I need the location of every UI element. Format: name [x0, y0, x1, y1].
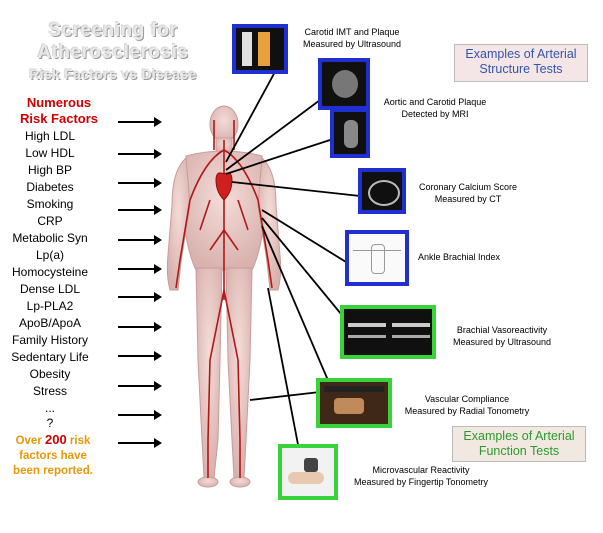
- test-aortic-line2: Detected by MRI: [401, 109, 469, 119]
- risk-factor: ...: [44, 401, 55, 415]
- arrow-right-icon: [118, 381, 162, 391]
- test-brachial-line1: Brachial Vasoreactivity: [456, 325, 548, 335]
- heart-icon: [215, 172, 233, 201]
- test-label-aortic-plaque: Aortic and Carotid Plaque Detected by MR…: [372, 96, 498, 120]
- test-label-compliance: Vascular Compliance Measured by Radial T…: [396, 393, 538, 417]
- risk-heading-2: Risk Factors: [19, 111, 99, 126]
- risk-factor: Dense LDL: [19, 282, 81, 296]
- test-label-ankle-brachial: Ankle Brachial Index: [414, 251, 504, 263]
- function-line-2: Function Tests: [478, 444, 560, 458]
- risk-factor: Lp-PLA2: [26, 299, 74, 313]
- test-abi-line1: Ankle Brachial Index: [417, 252, 501, 262]
- arrow-right-icon: [118, 178, 162, 188]
- carotid-ultrasound-image: [232, 24, 288, 74]
- arrow-right-icon: [118, 149, 162, 159]
- title-line-2: Atherosclerosis: [37, 42, 189, 63]
- arrow-right-icon: [118, 117, 162, 127]
- fingertip-tonometry-image: [278, 444, 338, 500]
- risk-heading-1: Numerous: [26, 95, 92, 110]
- test-label-coronary-calcium: Coronary Calcium Score Measured by CT: [410, 181, 526, 205]
- function-line-1: Examples of Arterial: [463, 429, 575, 443]
- mri-aorta-image: [330, 108, 370, 158]
- risk-factor: Low HDL: [25, 146, 75, 160]
- risk-factor: Homocysteine: [11, 265, 89, 279]
- risk-factor: Diabetes: [26, 180, 74, 194]
- test-carotid-imt-line2: Measured by Ultrasound: [302, 39, 402, 49]
- risk-footer-risk: risk: [69, 435, 91, 447]
- risk-footer: Over 200 risk factors have been reported…: [4, 432, 102, 479]
- test-label-carotid-imt: Carotid IMT and Plaque Measured by Ultra…: [292, 26, 412, 50]
- test-calcium-line2: Measured by CT: [434, 194, 502, 204]
- function-tests-label: Examples of Arterial Function Tests: [452, 426, 586, 462]
- arrow-right-icon: [118, 205, 162, 215]
- arrow-right-icon: [118, 322, 162, 332]
- risk-factor: Lp(a): [35, 248, 64, 262]
- connector-lines: [225, 69, 361, 456]
- risk-footer-line-3: been reported.: [13, 465, 93, 477]
- arrow-right-icon: [118, 410, 162, 420]
- title-subtitle: Risk Factors vs Disease: [29, 66, 197, 82]
- risk-factor: Metabolic Syn: [12, 231, 88, 245]
- risk-factor: Stress: [32, 384, 67, 398]
- risk-factor: Sedentary Life: [11, 350, 89, 364]
- brachial-ultrasound-image: [340, 305, 436, 359]
- risk-factor: ?: [46, 416, 54, 430]
- test-carotid-imt-line1: Carotid IMT and Plaque: [304, 27, 400, 37]
- title-line-1: Screening for: [48, 20, 178, 41]
- risk-factor: High LDL: [24, 129, 76, 143]
- ankle-brachial-image: [345, 230, 409, 286]
- structure-tests-label: Examples of Arterial Structure Tests: [454, 44, 588, 82]
- risk-footer-line-2: factors have: [19, 450, 87, 462]
- test-brachial-line2: Measured by Ultrasound: [452, 337, 552, 347]
- risk-factor: CRP: [37, 214, 63, 228]
- mri-neck-image: [318, 58, 370, 110]
- test-compliance-line1: Vascular Compliance: [424, 394, 510, 404]
- test-aortic-line1: Aortic and Carotid Plaque: [383, 97, 487, 107]
- risk-factor: Obesity: [29, 367, 71, 381]
- test-calcium-line1: Coronary Calcium Score: [418, 182, 518, 192]
- ct-scan-image: [358, 168, 406, 214]
- test-micro-line1: Microvascular Reactivity: [372, 465, 470, 475]
- test-micro-line2: Measured by Fingertip Tonometry: [354, 477, 488, 487]
- arrow-right-icon: [118, 292, 162, 302]
- arrow-right-icon: [118, 264, 162, 274]
- radial-tonometry-image: [316, 378, 392, 428]
- risk-factor: Smoking: [26, 197, 74, 211]
- risk-factor: High BP: [27, 163, 73, 177]
- risk-footer-over: Over: [15, 435, 42, 447]
- risk-factor: ApoB/ApoA: [18, 316, 82, 330]
- risk-footer-number: 200: [45, 432, 67, 447]
- arrow-right-icon: [118, 438, 162, 448]
- arrow-right-icon: [118, 235, 162, 245]
- structure-line-2: Structure Tests: [479, 62, 563, 76]
- test-label-microvascular: Microvascular Reactivity Measured by Fin…: [340, 464, 502, 488]
- arrow-right-icon: [118, 351, 162, 361]
- risk-factor: Family History: [11, 333, 88, 347]
- artery-network: [175, 120, 273, 478]
- test-label-brachial: Brachial Vasoreactivity Measured by Ultr…: [444, 324, 560, 348]
- test-compliance-line2: Measured by Radial Tonometry: [404, 406, 530, 416]
- structure-line-1: Examples of Arterial: [465, 47, 577, 61]
